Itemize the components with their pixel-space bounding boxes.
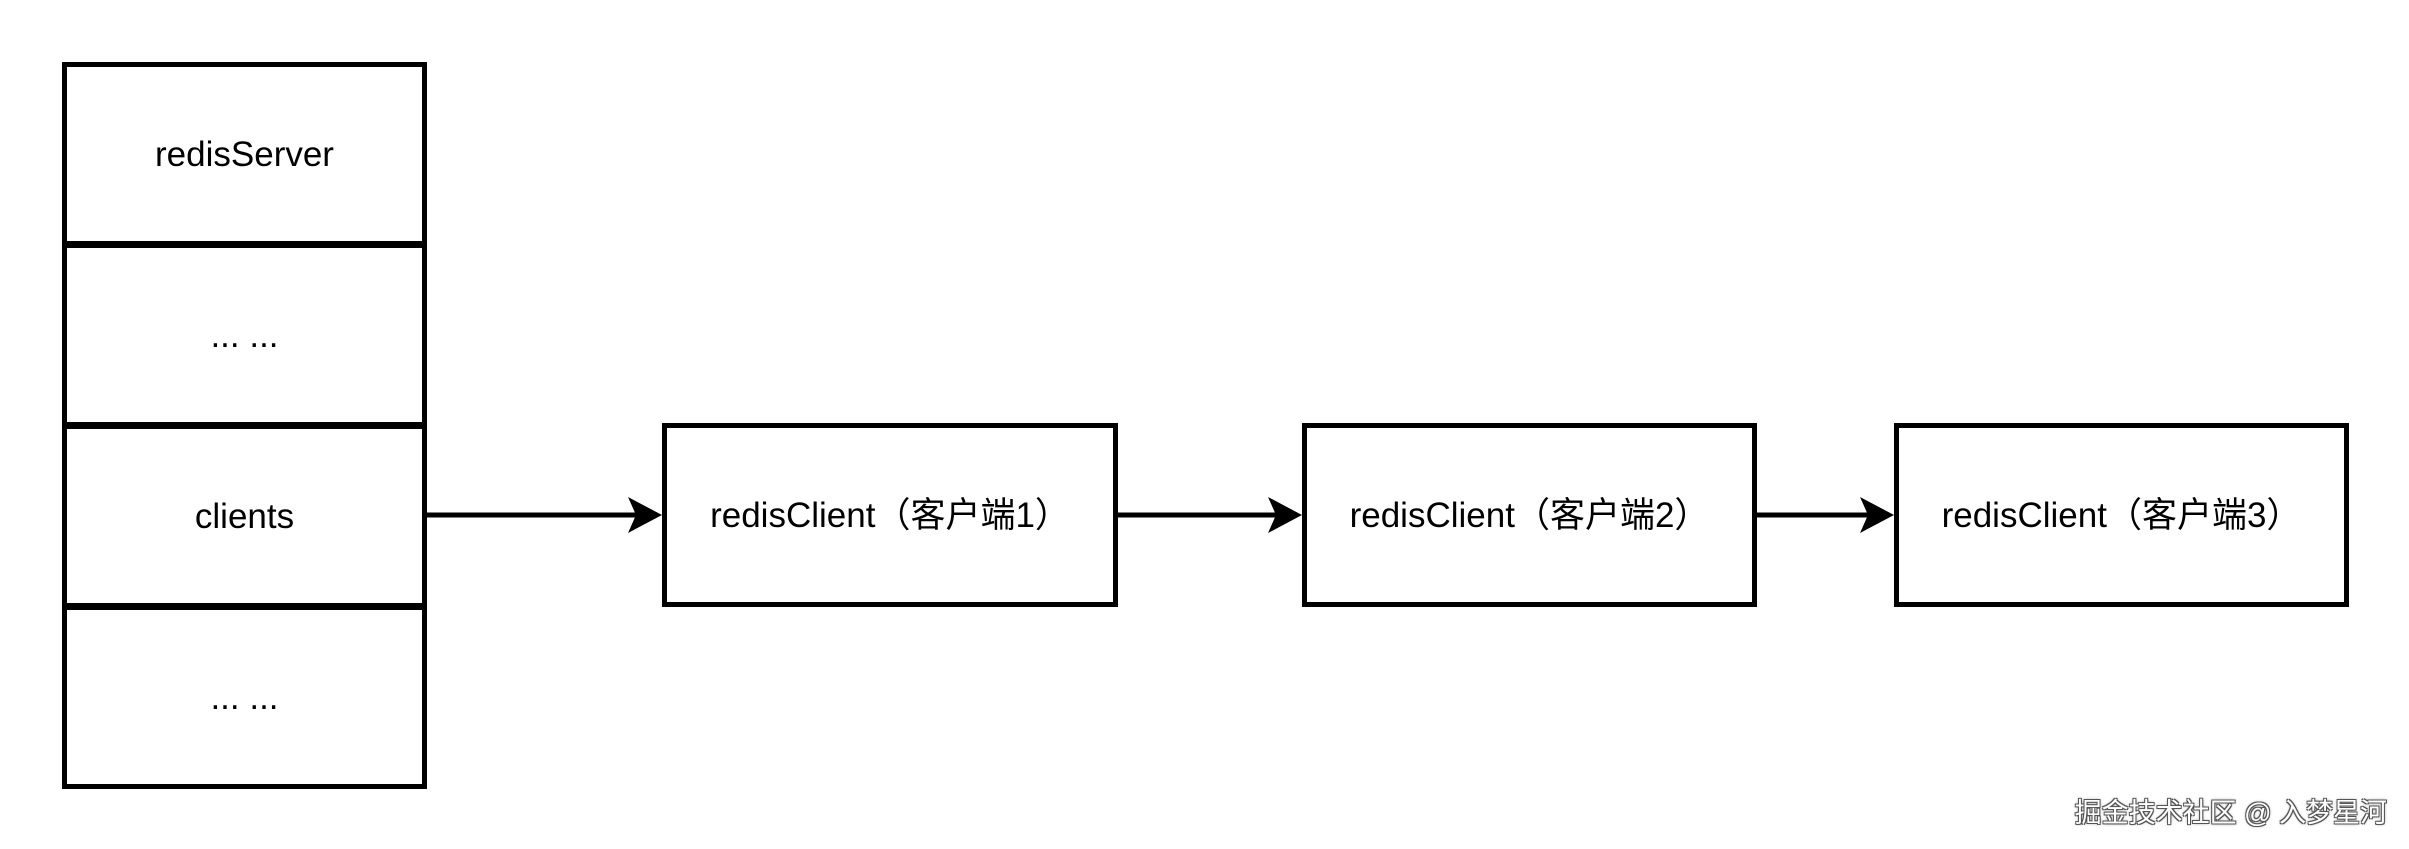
- server-cell-label: ... ...: [210, 315, 279, 355]
- server-cell-ellipsis-top: ... ...: [62, 243, 427, 427]
- watermark-text: 掘金技术社区 @ 入梦星河: [2074, 798, 2387, 828]
- client-node-2: redisClient（客户端2）: [1302, 423, 1757, 607]
- server-cell-label: clients: [194, 496, 295, 536]
- client-node-3: redisClient（客户端3）: [1894, 423, 2349, 607]
- server-cell-clients: clients: [62, 424, 427, 608]
- client-node-1: redisClient（客户端1）: [662, 423, 1118, 607]
- server-cell-ellipsis-bottom: ... ...: [62, 605, 427, 789]
- client-node-label: redisClient（客户端3）: [1941, 495, 2302, 535]
- server-cell-redisserver: redisServer: [62, 62, 427, 246]
- server-cell-label: redisServer: [155, 134, 334, 174]
- arrow-clients-to-client-1: [427, 497, 662, 533]
- arrow-client-2-to-client-3: [1757, 497, 1894, 533]
- client-node-label: redisClient（客户端2）: [1349, 495, 1710, 535]
- server-cell-label: ... ...: [210, 677, 279, 717]
- arrow-client-1-to-client-2: [1118, 497, 1302, 533]
- client-node-label: redisClient（客户端1）: [710, 495, 1070, 535]
